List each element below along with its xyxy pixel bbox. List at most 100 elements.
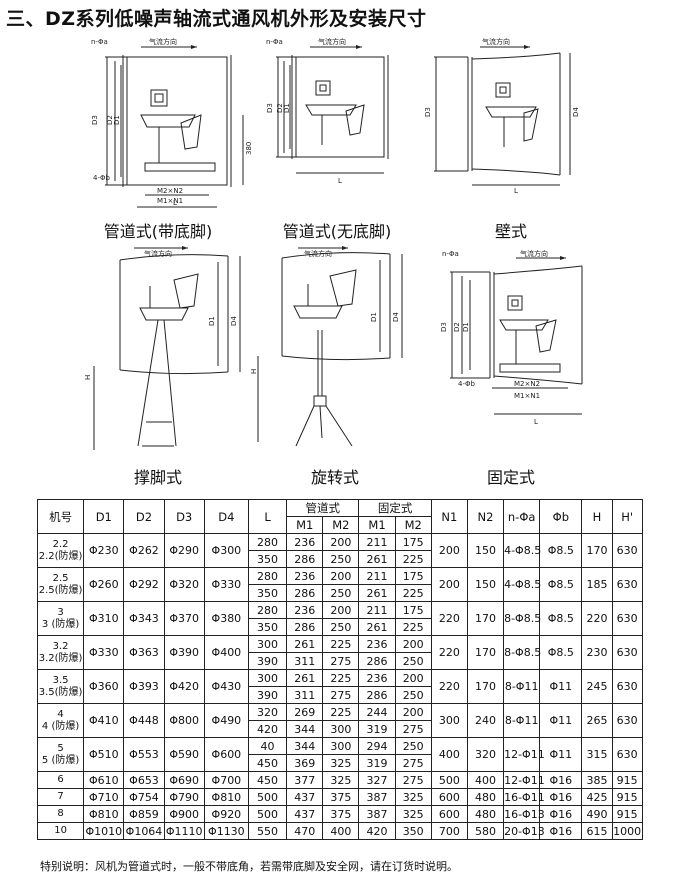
fixed-m1-cell: 261 [358, 618, 396, 636]
model-cell: 7 [36, 788, 85, 806]
fixed-m2-cell: 325 [394, 805, 432, 823]
fixed-m1-cell: 244 [358, 703, 396, 721]
n2-cell: 150 [466, 567, 505, 602]
fixed-m2-cell: 200 [394, 635, 432, 653]
b-cell: Φ8.5 [539, 533, 583, 568]
b-cell: Φ11 [539, 703, 583, 738]
fixed-m2-cell: 275 [394, 720, 432, 738]
hp-cell: 630 [611, 567, 643, 602]
duct-m2-cell: 225 [322, 635, 360, 653]
d3-label: D3 [91, 115, 99, 125]
d3-cell: Φ690 [163, 771, 205, 789]
flow-label: 气流方向 [149, 37, 177, 46]
d4-cell: Φ600 [203, 737, 249, 772]
na-cell: 16-Φ13 [503, 805, 545, 823]
header-d2: D2 [123, 499, 165, 534]
l-cell: 280 [247, 601, 288, 619]
fixed-m2-cell: 225 [394, 584, 432, 602]
hp-cell: 630 [611, 533, 643, 568]
duct-m1-cell: 236 [286, 601, 324, 619]
duct-m1-cell: 470 [286, 822, 324, 840]
b-cell: Φ8.5 [539, 567, 583, 602]
b-cell: Φ11 [539, 669, 583, 704]
fixed-m2-cell: 225 [394, 550, 432, 568]
model-cell: 10 [36, 822, 85, 840]
hp-cell: 915 [611, 788, 643, 806]
fixed-m2-cell: 175 [394, 567, 432, 585]
header-d4: D4 [203, 499, 249, 534]
hole-label: n-Φa [91, 38, 108, 46]
caption-leg-stand: 撑脚式 [133, 468, 183, 487]
length-label: L [534, 418, 538, 426]
duct-m1-cell: 311 [286, 652, 324, 670]
length-label: L [338, 177, 342, 185]
b-cell: Φ16 [539, 788, 583, 806]
duct-m1-cell: 236 [286, 567, 324, 585]
d3-label: D3 [440, 322, 448, 332]
fixed-drawing: n-Φa 气流方向 D3 D2 D1 4-Φb M2×N2 M1×N1 L [440, 249, 583, 426]
h-cell: 385 [581, 771, 613, 789]
duct-m2-cell: 300 [322, 737, 360, 755]
model-label: 3.2 [52, 640, 69, 652]
model-label: 5 (防爆) [41, 754, 80, 766]
fixed-m2-cell: 200 [394, 669, 432, 687]
d3-cell: Φ800 [163, 703, 205, 738]
fixed-m1-cell: 211 [358, 567, 396, 585]
hp-cell: 915 [611, 805, 643, 823]
d4-label: D4 [230, 316, 238, 326]
n1-cell: 400 [430, 737, 468, 772]
duct-m1-cell: 261 [286, 669, 324, 687]
base-hole-label: 4-Φb [93, 174, 110, 182]
duct-m2-cell: 325 [322, 754, 360, 772]
na-cell: 8-Φ8.5 [503, 635, 541, 670]
d4-cell: Φ920 [203, 805, 249, 823]
header-d3: D3 [163, 499, 205, 534]
n2-cell: 580 [466, 822, 505, 840]
b-cell: Φ8.5 [539, 601, 583, 636]
d1-cell: Φ230 [83, 533, 125, 568]
length-label: L [514, 187, 518, 195]
m2n2-label: M2×N2 [157, 187, 183, 195]
duct-m2-cell: 250 [322, 618, 360, 636]
d3-cell: Φ390 [163, 635, 205, 670]
model-label: 4 (防爆) [41, 720, 80, 732]
d1-label: D1 [283, 103, 291, 113]
d3-cell: Φ790 [163, 788, 205, 806]
d2-cell: Φ393 [123, 669, 165, 704]
h-cell: 185 [581, 567, 613, 602]
na-cell: 12-Φ11 [503, 771, 545, 789]
model-label: 2.2 [52, 538, 69, 550]
na-cell: 4-Φ8.5 [503, 567, 541, 602]
d1-cell: Φ410 [83, 703, 125, 738]
duct-m1-cell: 286 [286, 618, 324, 636]
h-cell: 425 [581, 788, 613, 806]
d2-cell: Φ859 [123, 805, 165, 823]
fixed-m1-cell: 261 [358, 550, 396, 568]
diagram-duct-no-base: n-Φa 气流方向 D3 D2 D1 L [262, 35, 397, 185]
base-hole-label: 4-Φb [458, 380, 475, 388]
l-cell: 500 [247, 805, 288, 823]
d1-cell: Φ710 [83, 788, 125, 806]
d2-cell: Φ343 [123, 601, 165, 636]
duct-m2-cell: 375 [322, 788, 360, 806]
diagram-leg-stand: 气流方向 D1 D4 H [78, 246, 248, 456]
n1-cell: 220 [430, 601, 468, 636]
n1-cell: 600 [430, 788, 468, 806]
l-cell: 420 [247, 720, 288, 738]
b-cell: Φ16 [539, 771, 583, 789]
d3-cell: Φ320 [163, 567, 205, 602]
header-duct-m2: M2 [322, 516, 360, 534]
b-cell: Φ16 [539, 805, 583, 823]
